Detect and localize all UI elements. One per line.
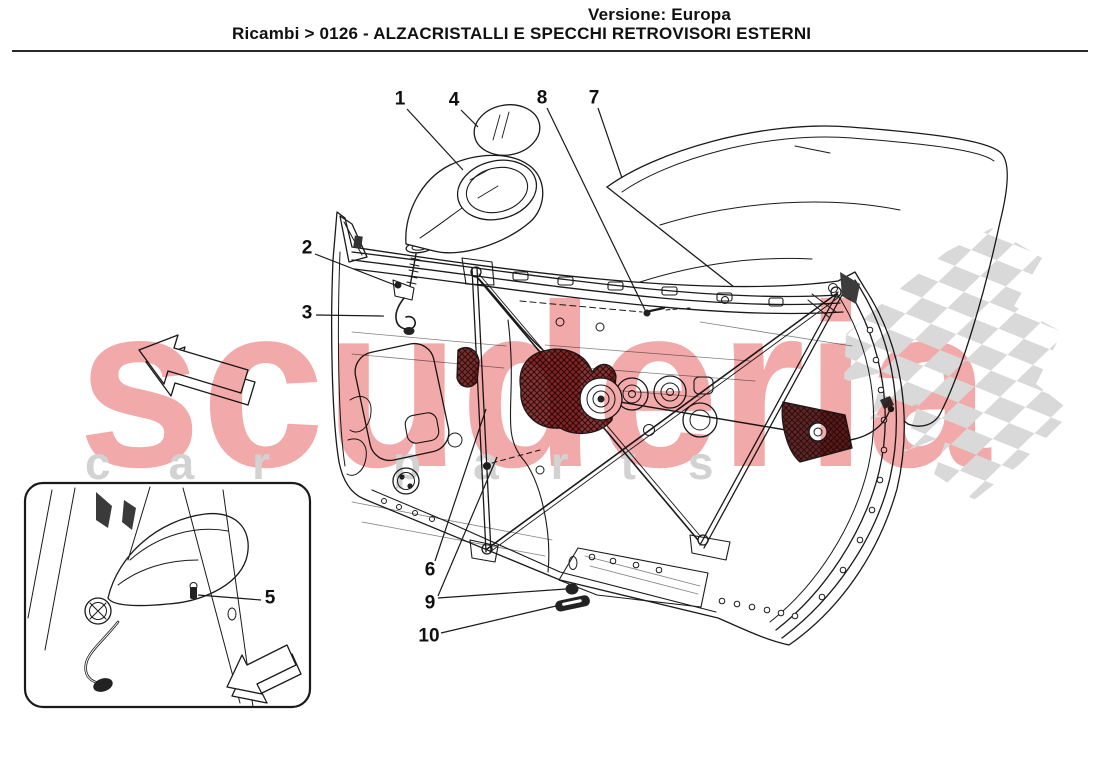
callout-1-leader bbox=[406, 108, 464, 171]
callout-6-label: 6 bbox=[425, 560, 436, 581]
callout-9-leader bbox=[437, 588, 567, 599]
watermark-layer: scuderia car parts bbox=[78, 228, 1072, 516]
callout-10-label: 10 bbox=[418, 626, 439, 647]
callout-2-label: 2 bbox=[302, 238, 313, 259]
version-label: Versione: Europa bbox=[588, 5, 732, 24]
callout-10-leader bbox=[440, 605, 557, 634]
callout-9-leader bbox=[437, 456, 498, 597]
watermark-car: car bbox=[85, 437, 328, 489]
window-regulator bbox=[456, 257, 895, 612]
header-divider bbox=[12, 50, 1088, 52]
callout-5-leader bbox=[197, 594, 262, 601]
callout-3-leader bbox=[315, 314, 385, 317]
callout-1-label: 1 bbox=[395, 89, 406, 110]
watermark-parts: parts bbox=[393, 437, 765, 489]
callout-4-leader bbox=[460, 109, 479, 128]
callout-8-label: 8 bbox=[537, 88, 548, 109]
callout-7-label: 7 bbox=[589, 88, 600, 109]
mirror-detail-inset bbox=[23, 481, 312, 709]
direction-arrow-main bbox=[138, 334, 256, 406]
callout-6-leader bbox=[434, 408, 487, 562]
callout-9-label: 9 bbox=[425, 593, 436, 614]
breadcrumb-title: Ricambi > 0126 - ALZACRISTALLI E SPECCHI… bbox=[232, 24, 812, 43]
callout-3-label: 3 bbox=[302, 303, 313, 324]
watermark-scuderia: scuderia bbox=[78, 257, 992, 516]
mirror-assembly bbox=[392, 104, 544, 335]
callout-7-leader bbox=[597, 107, 623, 179]
callout-8-leader bbox=[546, 107, 646, 311]
callout-2-leader bbox=[314, 253, 401, 288]
callout-layer: 1 4 8 7 2 3 6 9 10 5 bbox=[197, 88, 646, 647]
callout-4-label: 4 bbox=[449, 90, 460, 111]
callout-5-label: 5 bbox=[265, 588, 276, 609]
